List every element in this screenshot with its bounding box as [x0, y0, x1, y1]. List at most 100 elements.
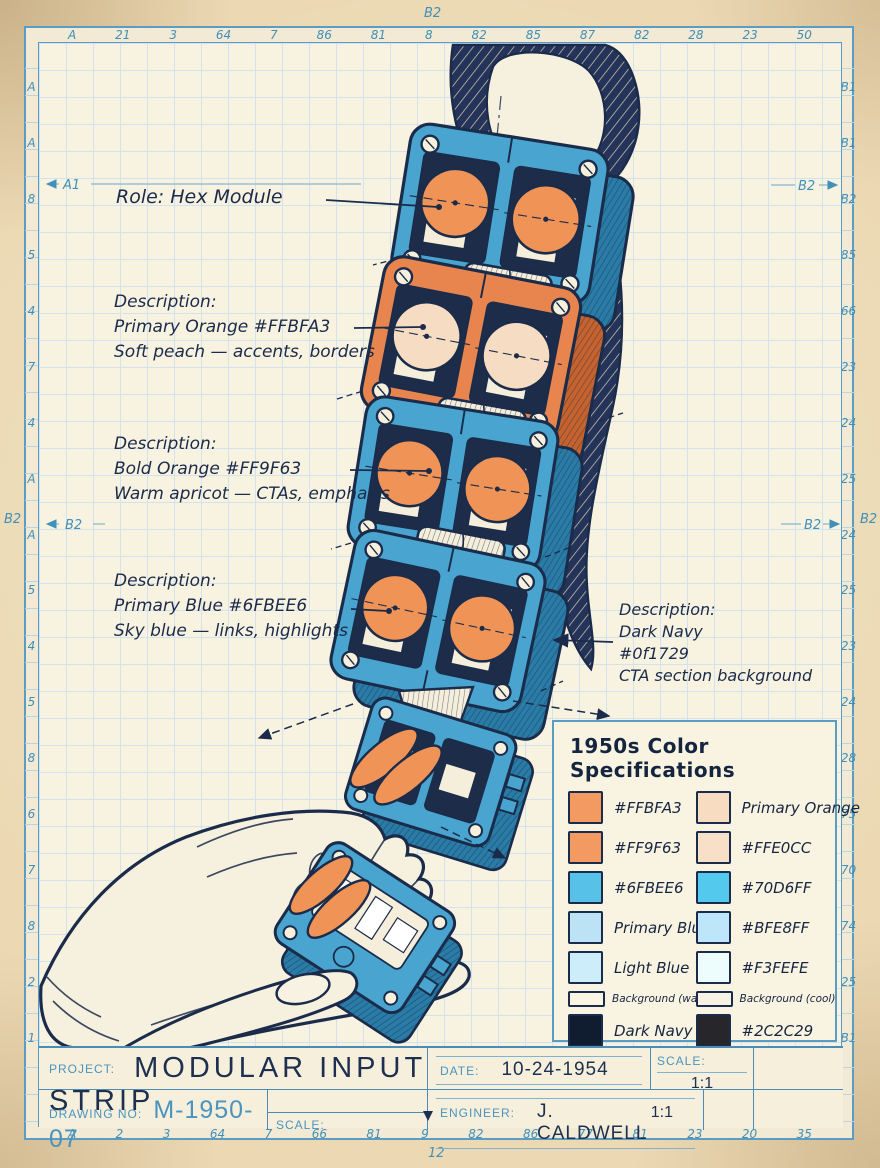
legend-title: 1950s Color Specifications — [570, 734, 736, 782]
ruler-number: 82 — [468, 1126, 484, 1141]
annotation-line: Description: — [619, 600, 716, 619]
ruler-number: A — [27, 527, 36, 542]
ruler-number: 2 — [115, 1126, 124, 1141]
ruler-number: A — [68, 1126, 77, 1141]
swatch-label: #2C2C29 — [741, 1021, 814, 1040]
color-swatch — [568, 831, 603, 864]
ruler-number: 25 — [840, 975, 857, 989]
ruler-number: B1 — [840, 1030, 857, 1045]
annotation-line: Description: — [114, 434, 217, 454]
ruler-number: 35 — [796, 1126, 812, 1141]
color-swatch — [568, 871, 603, 904]
ruler-number: 82 — [471, 27, 487, 42]
legend-row: Background (warm) Background (cool) — [568, 991, 835, 1007]
ruler-number: 87 — [579, 27, 596, 42]
annotation-line: Soft peach — accents, borders — [114, 342, 375, 362]
ruler-number: B1 — [840, 135, 857, 150]
datum-label-b2-mid: B2 — [804, 518, 821, 533]
color-swatch — [568, 791, 603, 824]
scale-cell: SCALE: 1:1 — [651, 1048, 754, 1093]
annotation-primary-orange: Description: Primary Orange #FFBFA3 Soft… — [114, 290, 375, 365]
ruler-number: A — [27, 80, 36, 94]
ruler-number: 81 — [370, 27, 387, 42]
swatch-label: #FFE0CC — [741, 838, 812, 857]
legend-row: #FFBFA3 Primary Orange — [568, 791, 860, 824]
legend-row: Light Blue #F3FEFE — [568, 951, 823, 984]
drawing-no-value: M-1950-07 — [49, 1096, 254, 1153]
date-value: 10-24-1954 — [501, 1059, 609, 1080]
ruler-number: 24 — [840, 695, 857, 710]
ruler-number: 70 — [840, 863, 857, 878]
color-swatch — [568, 991, 605, 1007]
color-swatch — [695, 1014, 731, 1047]
dimension-lines — [257, 258, 624, 859]
ruler-number: 23 — [840, 639, 857, 654]
ruler-number: 25 — [840, 471, 857, 486]
ruler-number: 21 — [115, 27, 131, 42]
sheet-zone-label-top: B2 — [424, 6, 442, 21]
empty-cell — [754, 1048, 843, 1090]
date-label: DATE: — [440, 1064, 480, 1078]
ruler-number: B1 — [840, 80, 857, 94]
drawing-no-label: DRAWING NO: — [49, 1107, 143, 1121]
project-label: PROJECT: — [49, 1062, 116, 1076]
connector-disc — [306, 879, 372, 939]
project-cell: PROJECT: MODULAR INPUT STRIP — [39, 1048, 428, 1117]
color-swatch — [695, 871, 731, 904]
drawing-no-cell: DRAWING NO: M-1950-07 — [39, 1090, 268, 1153]
drawing-area: A1 B2 B2 B2 Role: Hex Module Description… — [38, 42, 860, 1153]
sheet-zone-label-right: B2 — [860, 512, 878, 527]
ruler-number: 7 — [264, 1126, 273, 1141]
color-swatch — [568, 1014, 603, 1047]
annotation-line: Bold Orange #FF9F63 — [114, 459, 302, 479]
ruler-number: A — [68, 27, 77, 42]
connector-disc — [288, 855, 354, 915]
swatch-label: #F3FEFE — [741, 958, 809, 977]
color-swatch — [568, 911, 603, 944]
scale-value: 1:1 — [657, 1072, 747, 1093]
thumb-illustration — [115, 969, 359, 1056]
color-swatch — [695, 991, 733, 1007]
connector-disc — [373, 744, 443, 806]
ruler-number: 4 — [27, 415, 36, 430]
annotation-dark-navy: Description: Dark Navy #0f1729 CTA secti… — [619, 599, 812, 687]
ruler-number: 74 — [840, 919, 857, 934]
swatch-label: Dark Navy — [614, 1021, 693, 1040]
datum-marks — [45, 179, 841, 529]
modular-strip-illustration: A1 B2 B2 B2 — [39, 43, 841, 1056]
ruler-number: 85 — [525, 27, 541, 42]
ruler-number: 23 — [840, 359, 857, 374]
ruler-number: 28 — [840, 751, 857, 766]
ruler-number: B2 — [840, 191, 857, 206]
ruler-number: 86 — [522, 1126, 539, 1141]
ruler-number: 86 — [316, 27, 332, 42]
color-swatch — [695, 791, 731, 824]
annotation-line: Description: — [114, 292, 217, 312]
datum-label-b2-top: B2 — [798, 179, 815, 194]
legend-row: Primary Blue #BFE8FF — [568, 911, 823, 944]
color-swatch — [568, 951, 603, 984]
ruler-number: 85 — [840, 247, 857, 262]
annotation-line: CTA section background — [619, 666, 813, 685]
scale-label-2: SCALE: — [276, 1118, 325, 1132]
ruler-number: A — [27, 135, 36, 150]
ruler-number: 82 — [634, 27, 650, 42]
ruler-number: 4 — [27, 639, 36, 654]
ruler-number: A — [27, 471, 36, 486]
datum-label-b2-left: B2 — [65, 518, 82, 533]
swatch-label: Background (warm) — [612, 993, 716, 1005]
swatch-label: #70D6FF — [741, 878, 812, 897]
legend-row: #FF9F63 #FFE0CC — [568, 831, 823, 864]
ruler-number: 8 — [27, 191, 36, 206]
ruler-number: 75 — [840, 807, 857, 822]
ruler-number: 5 — [27, 247, 36, 262]
ruler-number: 7 — [270, 27, 278, 42]
annotation-line: Warm apricot — CTAs, emphasis — [114, 484, 390, 504]
scale-value-2: 1:1 — [650, 1104, 673, 1121]
legend-row: #6FBEE6 #70D6FF — [568, 871, 823, 904]
